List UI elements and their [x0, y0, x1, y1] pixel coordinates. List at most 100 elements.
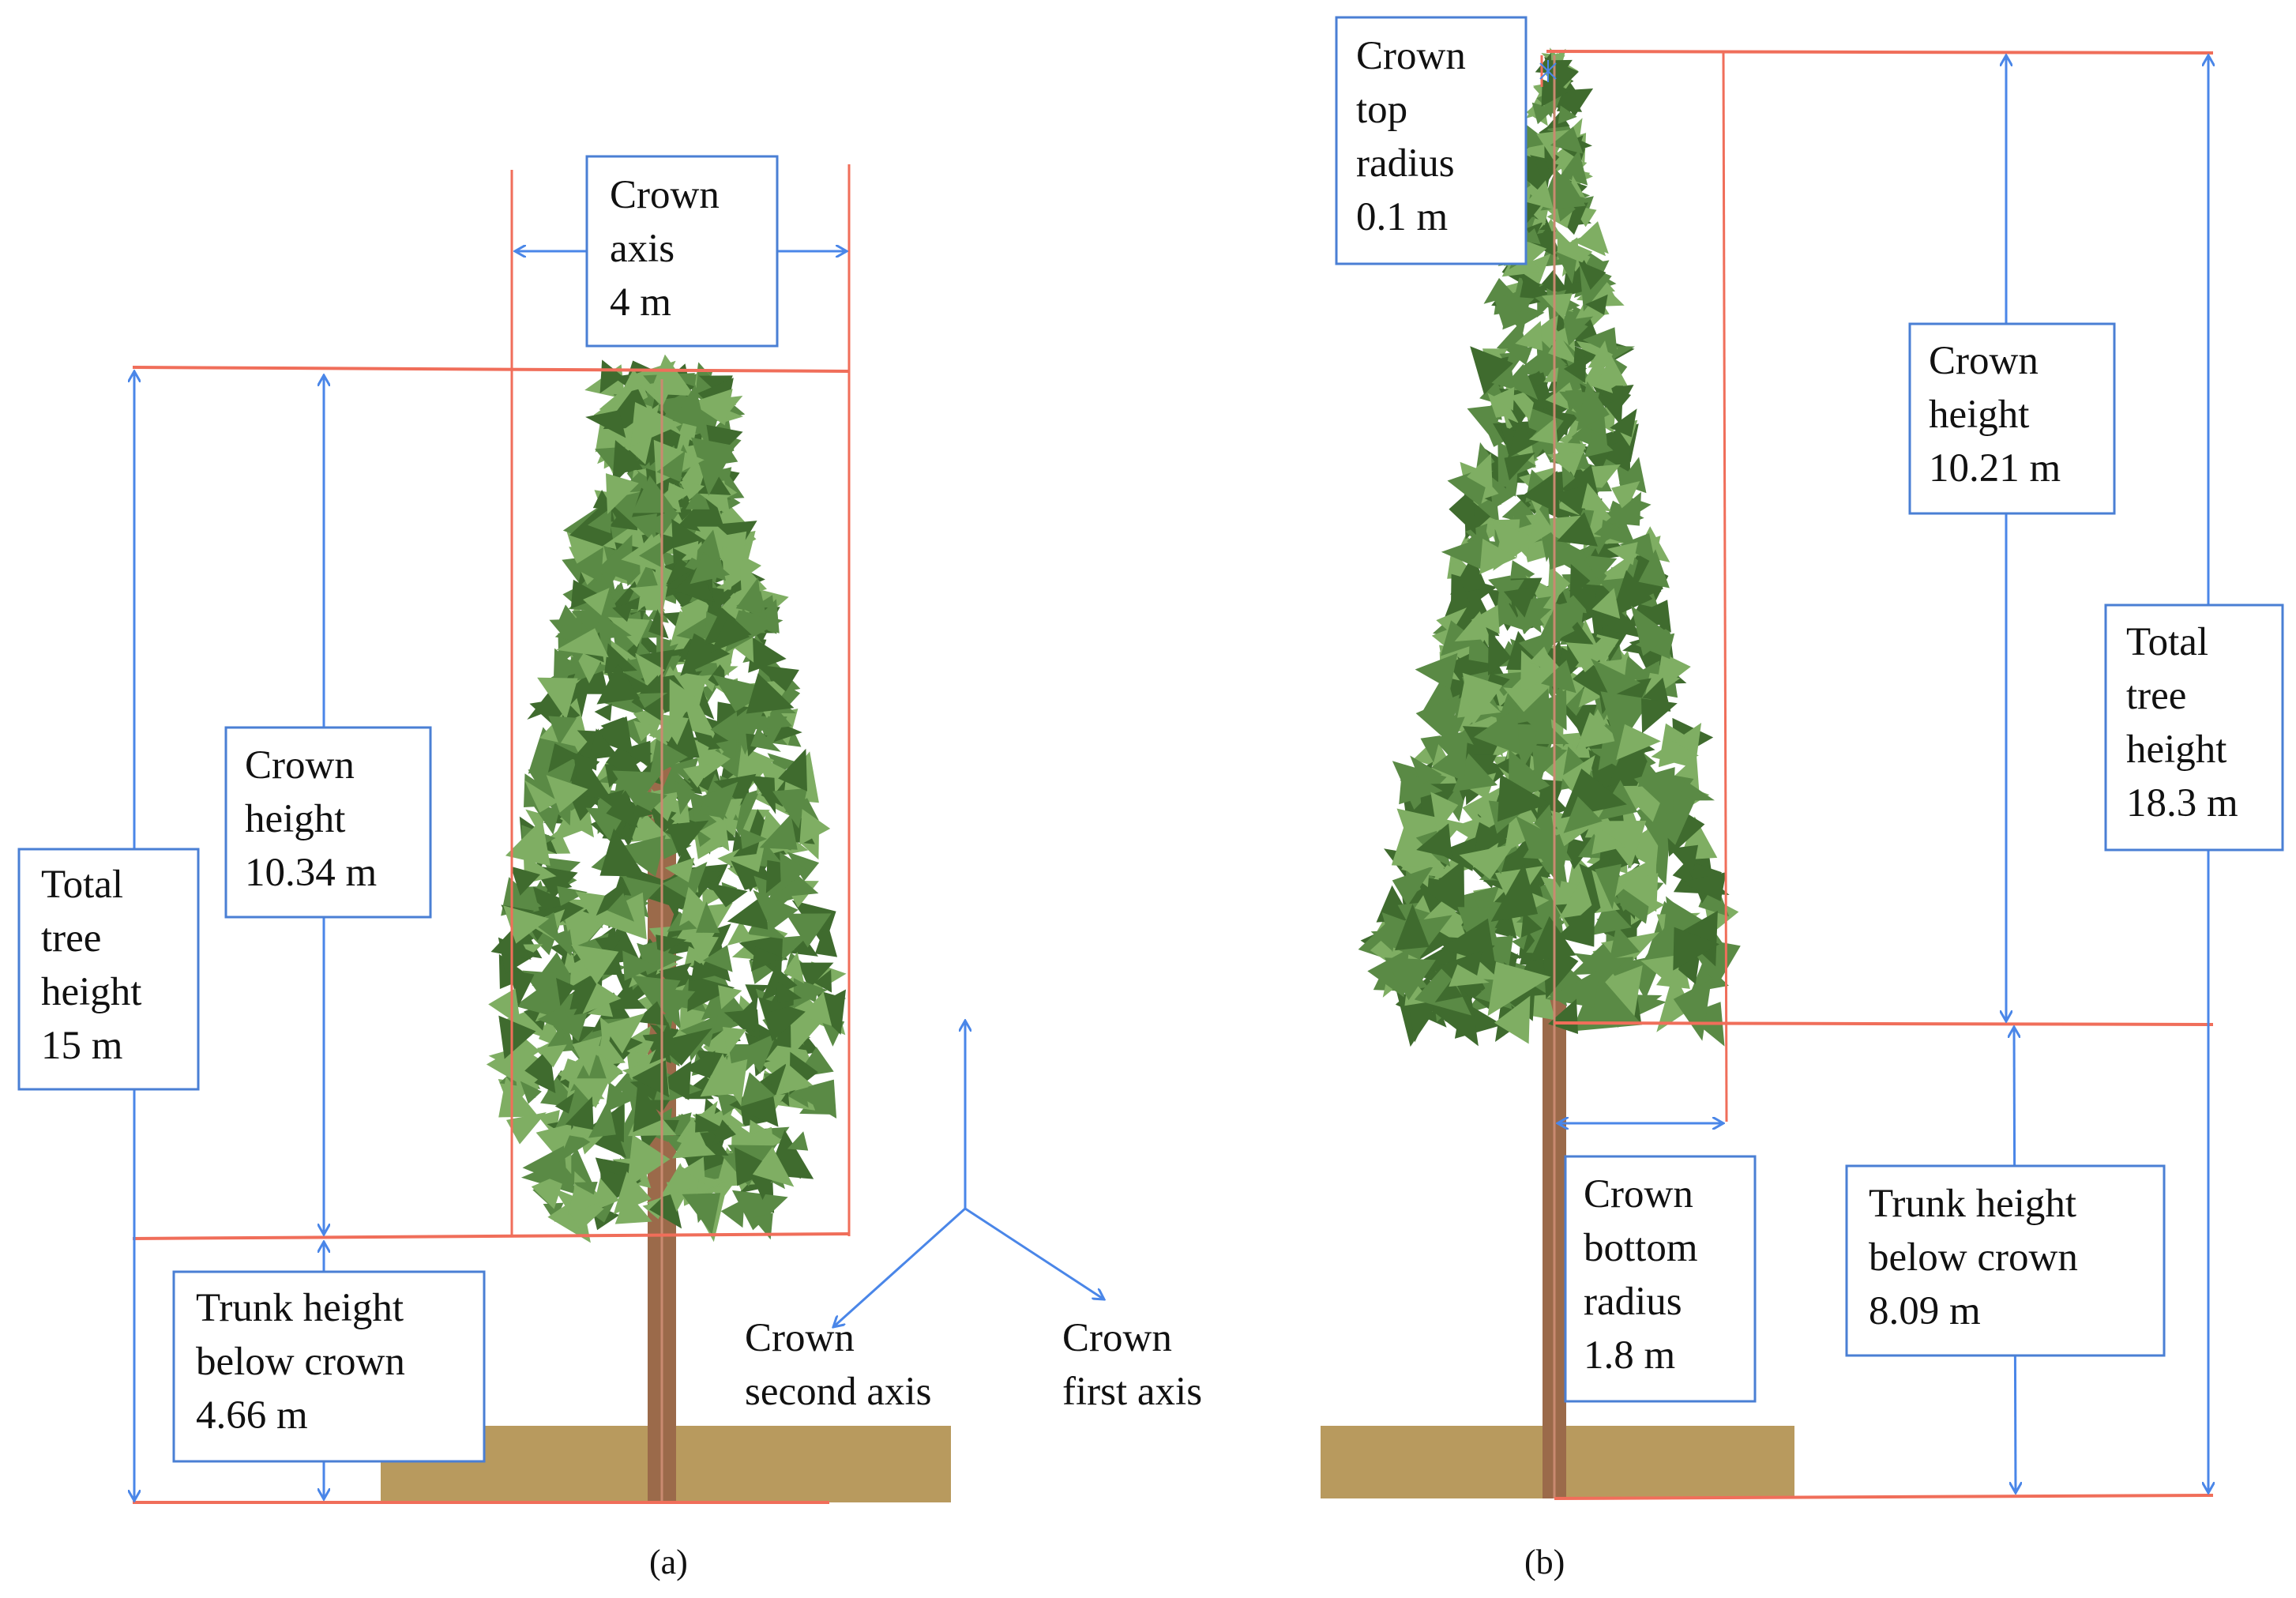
leaf — [520, 1081, 542, 1104]
crown-height-a-line2: height — [245, 797, 345, 841]
leaf — [812, 989, 846, 1035]
leaf — [672, 384, 706, 429]
leaf — [740, 1072, 776, 1107]
leaf — [1491, 365, 1516, 390]
leaf — [1556, 902, 1595, 947]
leaf — [1584, 431, 1614, 457]
leaf — [690, 960, 719, 982]
leaf — [1441, 538, 1486, 571]
leaf — [1690, 961, 1729, 993]
leaf — [587, 1002, 614, 1017]
leaf — [1574, 953, 1626, 984]
leaf — [582, 983, 622, 1014]
leaf — [701, 886, 727, 907]
leaf — [1391, 825, 1446, 868]
leaf — [509, 969, 535, 1007]
leaf — [680, 633, 731, 676]
leaf — [1392, 866, 1434, 906]
crown-axis-a-line2: axis — [610, 227, 675, 271]
leaf — [675, 781, 696, 815]
leaf — [594, 703, 612, 721]
bottom-radius-b-box — [1564, 1155, 1757, 1403]
leaf — [1557, 512, 1598, 547]
leaf — [691, 437, 736, 496]
leaf — [739, 560, 767, 596]
leaf — [1619, 533, 1656, 565]
leaf — [680, 592, 712, 645]
leaf — [1673, 979, 1712, 1041]
leaf — [498, 1015, 536, 1059]
leaf — [698, 781, 738, 821]
leaf — [1578, 261, 1606, 290]
leaf — [1640, 954, 1681, 990]
trunk-height-b-label: Trunk height below crown 8.09 m — [1845, 1164, 2166, 1357]
leaf — [781, 1064, 814, 1094]
crown-height-b-line2: height — [1929, 393, 2029, 437]
leaf — [815, 919, 838, 957]
top-radius-b-line2: top — [1356, 88, 1407, 132]
leaf — [633, 720, 657, 742]
total-height-a-label: Total tree height 15 m — [17, 848, 200, 1091]
bottom-radius-b-line3: radius — [1584, 1280, 1682, 1324]
leaf — [612, 770, 663, 807]
leaf — [1606, 542, 1638, 566]
trunk-height-a-value: 4.66 m — [196, 1393, 308, 1438]
leaf — [701, 1149, 728, 1171]
leaf — [716, 739, 737, 765]
leaf — [537, 1006, 575, 1035]
leaf — [718, 985, 742, 1010]
first-axis-line1: Crown — [1062, 1316, 1172, 1360]
leaf — [1505, 363, 1539, 400]
leaf — [710, 711, 739, 748]
leaf — [1569, 563, 1591, 599]
leaf — [568, 792, 600, 822]
leaf — [534, 912, 561, 943]
leaf — [1563, 355, 1587, 383]
leaf — [1518, 627, 1563, 665]
leaf — [683, 1156, 705, 1185]
leaf — [1420, 735, 1441, 763]
bottom-radius-b-line1: Crown — [1584, 1172, 1693, 1216]
crown-height-b-value: 10.21 m — [1929, 446, 2061, 491]
leaf — [573, 752, 600, 784]
leaf — [680, 1015, 718, 1047]
leaf — [1599, 519, 1626, 544]
leaf — [1535, 159, 1559, 187]
leaf — [1415, 652, 1458, 690]
leaf — [1505, 347, 1533, 366]
leaf — [767, 753, 797, 775]
leaf — [1433, 728, 1479, 761]
leaf — [1618, 457, 1647, 494]
leaf — [528, 727, 568, 774]
leaf — [1487, 961, 1551, 1017]
leaf — [602, 1013, 645, 1054]
leaf — [1582, 327, 1618, 357]
leaf — [612, 440, 639, 486]
leaf — [1449, 964, 1490, 987]
leaf — [622, 876, 662, 910]
leaf — [615, 835, 666, 877]
total-height-b-line3: height — [2126, 728, 2226, 772]
leaf — [1591, 658, 1641, 697]
leaf — [1454, 611, 1490, 642]
leaf — [750, 728, 781, 752]
leaf — [1591, 826, 1627, 855]
leaf — [569, 1078, 611, 1108]
leaf — [1462, 787, 1501, 836]
leaf — [710, 619, 750, 653]
trunk-height-a-line1: Trunk height — [196, 1286, 404, 1330]
leaf — [556, 628, 609, 658]
leaf — [687, 935, 719, 966]
leaf — [1474, 707, 1520, 755]
leaf — [570, 579, 603, 609]
leaf — [592, 1178, 620, 1212]
leaf — [776, 979, 802, 1003]
leaf — [649, 1021, 678, 1064]
leaf — [1520, 650, 1548, 694]
leaf — [556, 978, 576, 1006]
leaf — [537, 677, 578, 720]
leaf — [1558, 88, 1594, 118]
leaf — [567, 1184, 605, 1215]
leaf — [597, 534, 633, 583]
crown-axis-a-box — [585, 155, 779, 348]
